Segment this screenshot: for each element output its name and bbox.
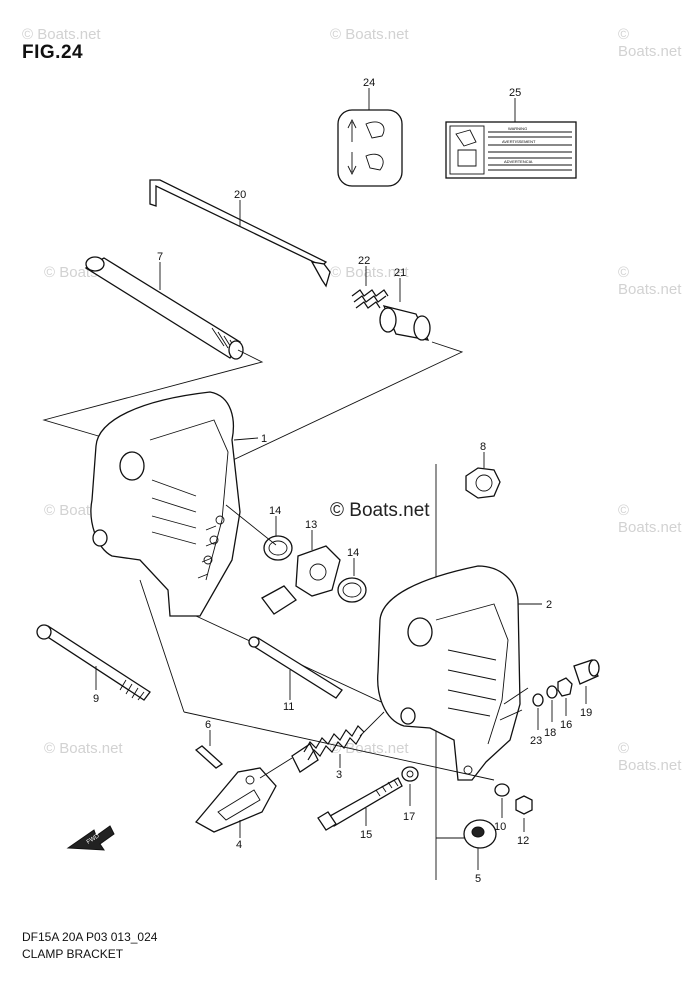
- figure-title: FIG.24: [22, 42, 84, 63]
- part-3-spring: [291, 711, 385, 773]
- part-number-label: 17: [403, 811, 415, 823]
- part-16-nut: [557, 677, 573, 716]
- decal-warning-text: WARNING: [508, 126, 527, 131]
- part-number-label: 12: [517, 835, 529, 847]
- watermark: © Boats.net: [330, 26, 409, 43]
- watermark: © Boats.net: [44, 740, 123, 757]
- part-6-pin: [194, 730, 224, 769]
- part-number-label: 4: [236, 839, 242, 851]
- part-20-rod: [149, 179, 331, 288]
- part-number-label: 5: [475, 873, 481, 885]
- part-23-washer: [532, 693, 544, 730]
- part-number-label: 18: [544, 727, 556, 739]
- watermark: © Boats.net: [22, 26, 101, 43]
- part-number-label: 15: [360, 829, 372, 841]
- part-14-bushing: [263, 516, 293, 561]
- part-number-label: 8: [480, 441, 486, 453]
- part-number-label: 22: [358, 255, 370, 267]
- part-21-collar: [379, 278, 431, 341]
- part-number-label: 3: [336, 769, 342, 781]
- decal-avertissement-text: AVERTISSEMENT: [502, 139, 536, 144]
- part-number-label: 20: [234, 189, 246, 201]
- part-15-bolt: [317, 777, 403, 831]
- part-7-bolt: [84, 256, 244, 360]
- part-11-pin: [248, 636, 343, 700]
- watermark: © Boats.net: [618, 26, 682, 60]
- model-code: DF15A 20A P03 013_024: [22, 930, 158, 944]
- fwd-arrow-icon: FWD: [66, 825, 115, 851]
- part-22-spring: [351, 266, 389, 309]
- part-19-cap: [573, 659, 600, 704]
- part-4-lever: [194, 767, 277, 838]
- part-9-bolt: [36, 624, 151, 701]
- decal-25: WARNING AVERTISSEMENT ADVERTENCIA: [445, 98, 577, 179]
- decal-advertencia-text: ADVERTENCIA: [504, 159, 533, 164]
- part-labels: 24 25 20 7 22 21 1 8 14 13 14 2 9 11 19 …: [93, 77, 592, 885]
- part-number-label: 23: [530, 735, 542, 747]
- part-1-bracket: [90, 391, 259, 617]
- part-number-label: 16: [560, 719, 572, 731]
- decal-24: [337, 88, 403, 187]
- part-8-nut: [465, 452, 501, 499]
- figure-caption: CLAMP BRACKET: [22, 947, 124, 961]
- part-number-label: 21: [394, 267, 406, 279]
- part-number-label: 9: [93, 693, 99, 705]
- watermark: © Boats.net: [618, 740, 682, 774]
- watermark: © Boats.net: [330, 264, 409, 281]
- part-10-washer: [494, 783, 510, 818]
- part-number-label: 14: [347, 547, 359, 559]
- part-number-label: 2: [546, 599, 552, 611]
- part-number-label: 1: [261, 433, 267, 445]
- part-number-label: 24: [363, 77, 375, 89]
- part-number-label: 10: [494, 821, 506, 833]
- part-number-label: 6: [205, 719, 211, 731]
- part-number-label: 13: [305, 519, 317, 531]
- watermark: © Boats.net: [618, 264, 682, 298]
- part-5-disc: [463, 819, 497, 870]
- part-number-label: 11: [283, 701, 294, 713]
- center-watermark: © Boats.net: [328, 500, 432, 522]
- part-number-label: 19: [580, 707, 592, 719]
- part-17-washer: [401, 766, 419, 806]
- part-number-label: 14: [269, 505, 281, 517]
- part-number-label: 25: [509, 87, 521, 99]
- watermark: © Boats.net: [330, 740, 409, 757]
- part-13-plate: [261, 530, 341, 615]
- part-number-label: 7: [157, 251, 163, 263]
- part-2-bracket: [377, 565, 542, 781]
- part-14-bushing-lower: [337, 558, 367, 603]
- watermark: © Boats.net: [618, 502, 682, 536]
- part-12-nut: [515, 795, 533, 832]
- part-18-washer: [546, 685, 558, 722]
